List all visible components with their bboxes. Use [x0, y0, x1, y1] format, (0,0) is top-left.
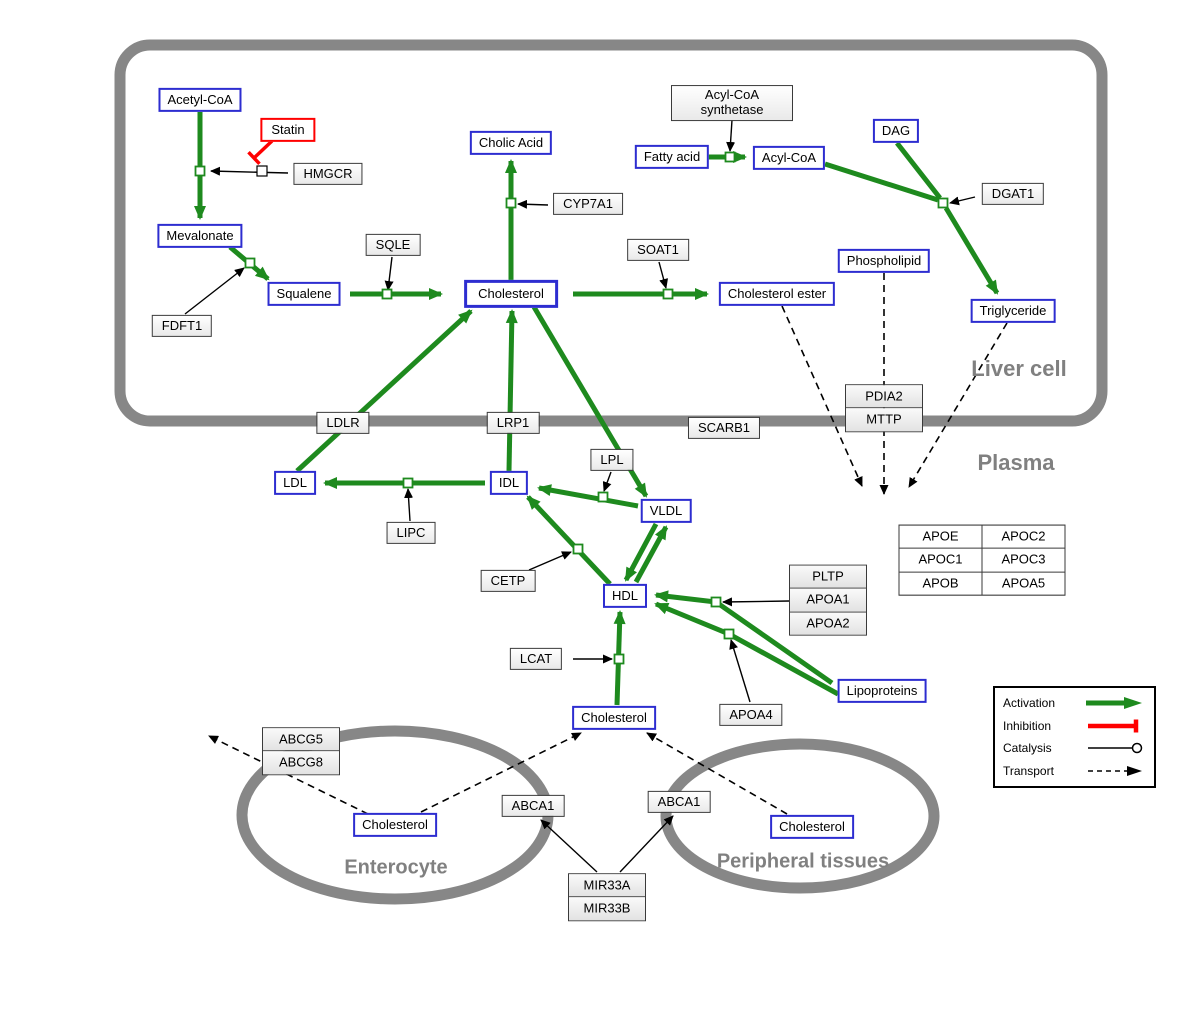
node-phospholipid[interactable]: Phospholipid	[837, 248, 931, 274]
node-squalene[interactable]: Squalene	[267, 281, 341, 307]
node-apoc1[interactable]: APOC1	[899, 548, 982, 572]
node-lcat[interactable]: LCAT	[509, 647, 563, 671]
node-apoa1[interactable]: APOA1	[790, 588, 866, 613]
node-ldl[interactable]: LDL	[274, 470, 316, 496]
node-cholesterol-peripheral[interactable]: Cholesterol	[770, 814, 854, 840]
transport-dashed-arrow-icon	[1088, 765, 1142, 776]
node-dag[interactable]: DAG	[872, 118, 920, 144]
legend-activation-label: Activation	[1003, 696, 1056, 711]
node-apoa2[interactable]: APOA2	[790, 612, 866, 635]
node-apoe[interactable]: APOE	[899, 525, 982, 548]
node-cholesterol-liver[interactable]: Cholesterol	[464, 279, 558, 309]
node-statin[interactable]: Statin	[260, 117, 316, 143]
node-ldlr[interactable]: LDLR	[316, 411, 370, 435]
node-abca1-enterocyte[interactable]: ABCA1	[501, 794, 565, 818]
node-dgat1[interactable]: DGAT1	[981, 182, 1045, 206]
node-cyp7a1[interactable]: CYP7A1	[553, 192, 623, 216]
node-mevalonate[interactable]: Mevalonate	[157, 223, 243, 249]
node-group-mir33: MIR33A MIR33B	[568, 873, 646, 921]
node-cholesterol-plasma[interactable]: Cholesterol	[572, 705, 656, 731]
node-abca1-peripheral[interactable]: ABCA1	[647, 790, 711, 814]
legend-row-transport: Transport	[1003, 763, 1146, 779]
node-sqle[interactable]: SQLE	[365, 233, 421, 257]
peripheral-tissues-label: Peripheral tissues	[716, 850, 890, 873]
plasma-label: Plasma	[977, 450, 1055, 475]
inhibition-edge	[247, 139, 274, 166]
catalysis-edges	[184, 119, 976, 873]
node-lpl[interactable]: LPL	[590, 448, 634, 472]
node-cetp[interactable]: CETP	[480, 569, 536, 593]
reaction-nodes	[194, 151, 949, 665]
node-apoa5[interactable]: APOA5	[982, 572, 1065, 595]
node-pltp[interactable]: PLTP	[790, 565, 866, 589]
legend-transport-label: Transport	[1003, 763, 1054, 778]
node-apob[interactable]: APOB	[899, 572, 982, 595]
node-abcg5[interactable]: ABCG5	[263, 728, 339, 752]
node-group-abcg: ABCG5 ABCG8	[262, 727, 340, 775]
node-hdl[interactable]: HDL	[602, 583, 648, 609]
legend-inhibition-label: Inhibition	[1003, 718, 1052, 733]
legend: Activation Inhibition Catalysis Transpor…	[993, 686, 1156, 788]
node-pdia2[interactable]: PDIA2	[846, 385, 922, 409]
node-fdft1[interactable]: FDFT1	[151, 314, 213, 338]
legend-catalysis-label: Catalysis	[1003, 741, 1052, 756]
node-abcg8[interactable]: ABCG8	[263, 751, 339, 774]
node-vldl[interactable]: VLDL	[640, 498, 692, 524]
node-apoc2[interactable]: APOC2	[982, 525, 1065, 548]
node-acetyl-coa[interactable]: Acetyl-CoA	[158, 87, 242, 113]
node-apoc3[interactable]: APOC3	[982, 548, 1065, 572]
enterocyte-label: Enterocyte	[344, 856, 448, 879]
activation-arrow-icon	[1086, 697, 1142, 710]
node-mttp[interactable]: MTTP	[846, 408, 922, 431]
node-acyl-coa[interactable]: Acyl-CoA	[752, 145, 826, 171]
liver-cell-membrane	[114, 39, 1108, 427]
node-scarb1[interactable]: SCARB1	[687, 416, 761, 440]
node-lrp1[interactable]: LRP1	[486, 411, 540, 435]
node-acyl-coa-synthetase[interactable]: Acyl-CoA synthetase	[671, 85, 793, 121]
legend-row-activation: Activation	[1003, 695, 1146, 711]
node-apoa4[interactable]: APOA4	[719, 703, 783, 727]
node-lipoproteins[interactable]: Lipoproteins	[837, 678, 927, 704]
node-group-pdia2-mttp: PDIA2 MTTP	[845, 384, 923, 432]
node-lipc[interactable]: LIPC	[386, 521, 436, 545]
node-triglyceride[interactable]: Triglyceride	[970, 298, 1056, 324]
inhibition-tbar-icon	[1088, 719, 1139, 733]
node-cholesterol-ester[interactable]: Cholesterol ester	[718, 281, 836, 307]
node-mir33b[interactable]: MIR33B	[569, 897, 645, 920]
catalysis-circle-icon	[1088, 743, 1143, 754]
legend-row-inhibition: Inhibition	[1003, 718, 1146, 734]
node-group-apolipoproteins: APOE APOC2 APOC1 APOC3 APOB APOA5	[898, 524, 1066, 596]
node-cholesterol-enterocyte[interactable]: Cholesterol	[353, 812, 437, 838]
node-fatty-acid[interactable]: Fatty acid	[634, 144, 710, 170]
node-group-pltp-apoa: PLTP APOA1 APOA2	[789, 564, 867, 636]
node-cholic-acid[interactable]: Cholic Acid	[469, 130, 553, 156]
legend-row-catalysis: Catalysis	[1003, 740, 1146, 756]
transport-edges	[208, 273, 1008, 815]
node-mir33a[interactable]: MIR33A	[569, 874, 645, 898]
node-idl[interactable]: IDL	[489, 470, 529, 496]
liver-cell-label: Liver cell	[971, 356, 1067, 381]
node-soat1[interactable]: SOAT1	[627, 238, 689, 262]
node-hmgcr[interactable]: HMGCR	[293, 162, 363, 186]
